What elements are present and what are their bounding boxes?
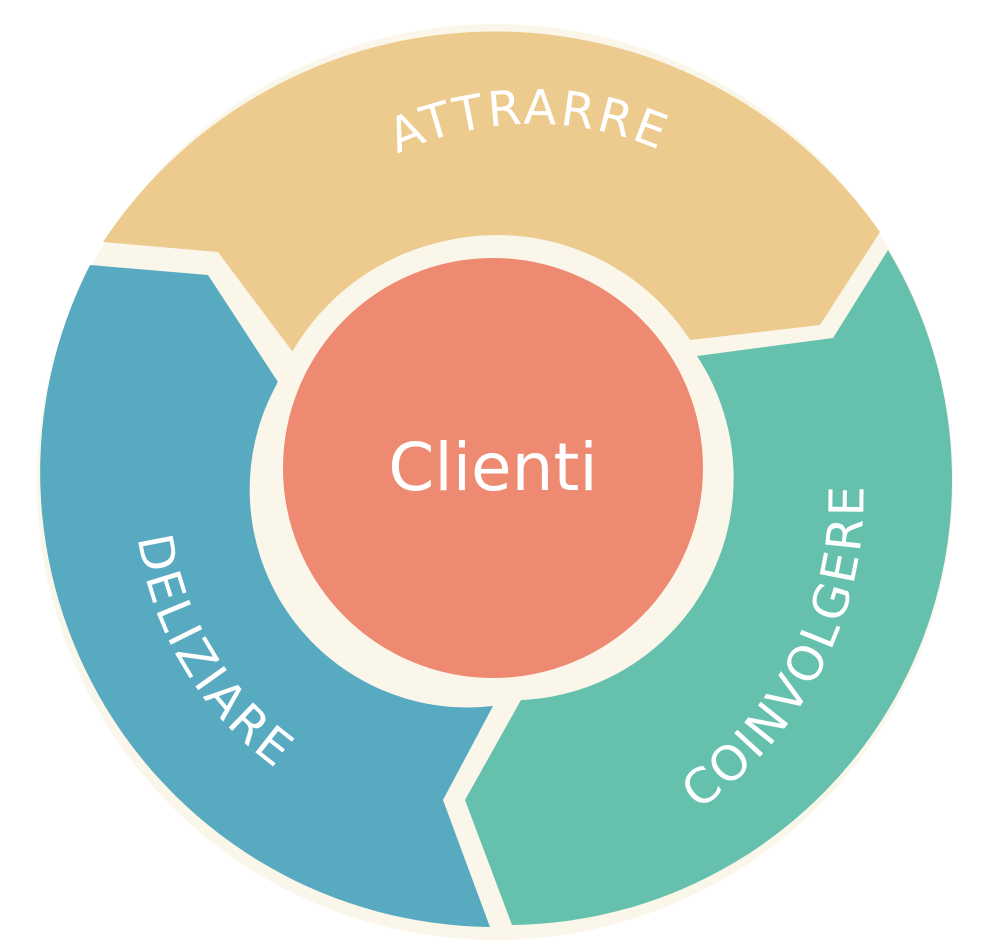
segment-attrarre: [103, 31, 880, 355]
hub-circle: [283, 258, 703, 678]
segment-coinvolgere: [465, 250, 953, 925]
segment-deliziare: [40, 265, 493, 927]
hub-label: Clienti: [388, 429, 597, 506]
